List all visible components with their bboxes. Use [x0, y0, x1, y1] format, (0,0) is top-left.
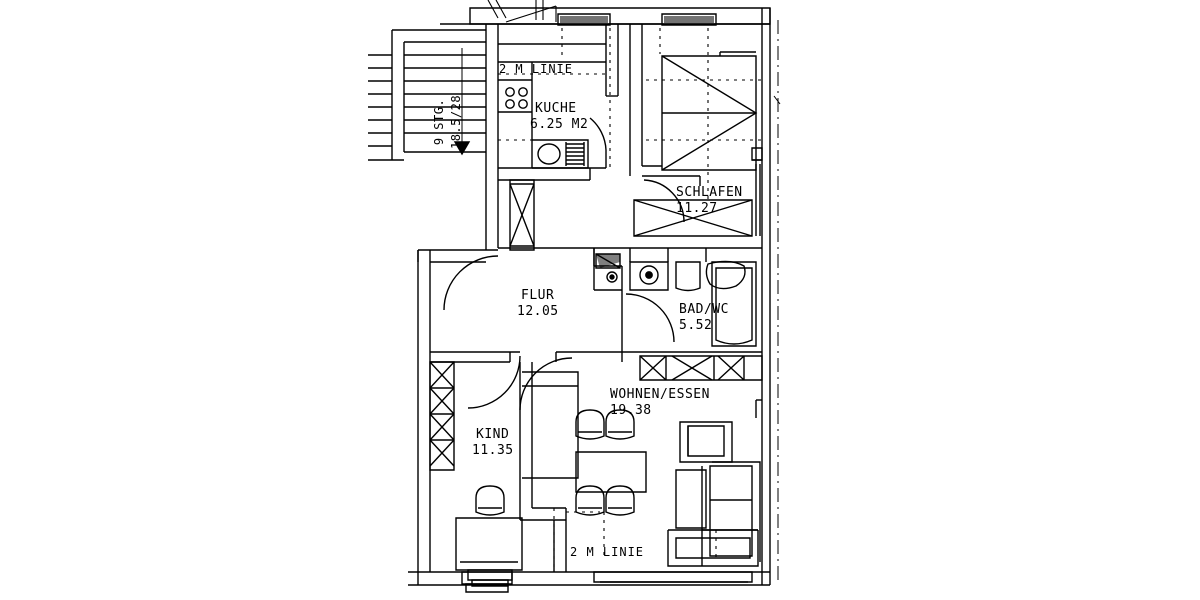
- room-label-kuche: KUCHE: [535, 101, 577, 116]
- exterior-walls: [408, 7, 771, 586]
- staircase: [368, 29, 486, 161]
- two-meter-line-top-label: 2 M LINIE: [499, 62, 573, 76]
- stair-count-label: 9 STG.: [432, 99, 446, 145]
- room-wohnen: [575, 399, 762, 567]
- room-label-flur: FLUR: [521, 288, 554, 303]
- top-diagonal-marks: [487, 0, 557, 23]
- centerline-tick: [773, 95, 781, 105]
- door-flur-entry: [443, 255, 499, 311]
- room-area-schlafen: 11.27: [676, 201, 718, 216]
- hatched-wall-left-lower: [429, 361, 455, 471]
- hatched-wall-upper: [509, 179, 535, 251]
- two-meter-line-bottom-label: 2 M LINIE: [570, 545, 644, 559]
- two-meter-line-top-marks: [498, 28, 611, 168]
- door-kind: [467, 355, 521, 409]
- room-area-kind: 11.35: [472, 443, 514, 458]
- room-area-flur: 12.05: [517, 304, 559, 319]
- room-schlafen: [629, 24, 763, 237]
- room-area-wohnen: 19.38: [610, 403, 652, 418]
- room-area-badwc: 5.52: [679, 318, 712, 333]
- room-label-schlafen: SCHLAFEN: [676, 185, 743, 200]
- door-kuche: [589, 117, 607, 168]
- room-kuche: [498, 24, 619, 181]
- window-bottom-left: [461, 571, 513, 593]
- door-wohnen: [519, 357, 573, 411]
- schlafen-dashed-marks: [646, 28, 762, 200]
- room-label-badwc: BAD/WC: [679, 302, 729, 317]
- room-label-kind: KIND: [476, 427, 509, 442]
- stair-riser-tread-label: 18.5/28: [449, 95, 463, 149]
- room-label-wohnen: WOHNEN/ESSEN: [610, 387, 710, 402]
- window-top-left: [557, 13, 611, 26]
- room-area-kuche: 6.25 M2: [530, 117, 588, 132]
- door-schlafen: [643, 179, 685, 223]
- hatched-wall-wohnen-top: [639, 355, 763, 381]
- room-kind: [455, 362, 579, 587]
- window-bottom-right: [593, 571, 753, 583]
- room-badwc: [593, 247, 762, 362]
- window-top-right: [661, 13, 717, 26]
- wohnen-dashed-marks: [603, 499, 752, 560]
- door-badwc: [625, 293, 675, 343]
- two-meter-line-bottom-marks: [553, 508, 600, 572]
